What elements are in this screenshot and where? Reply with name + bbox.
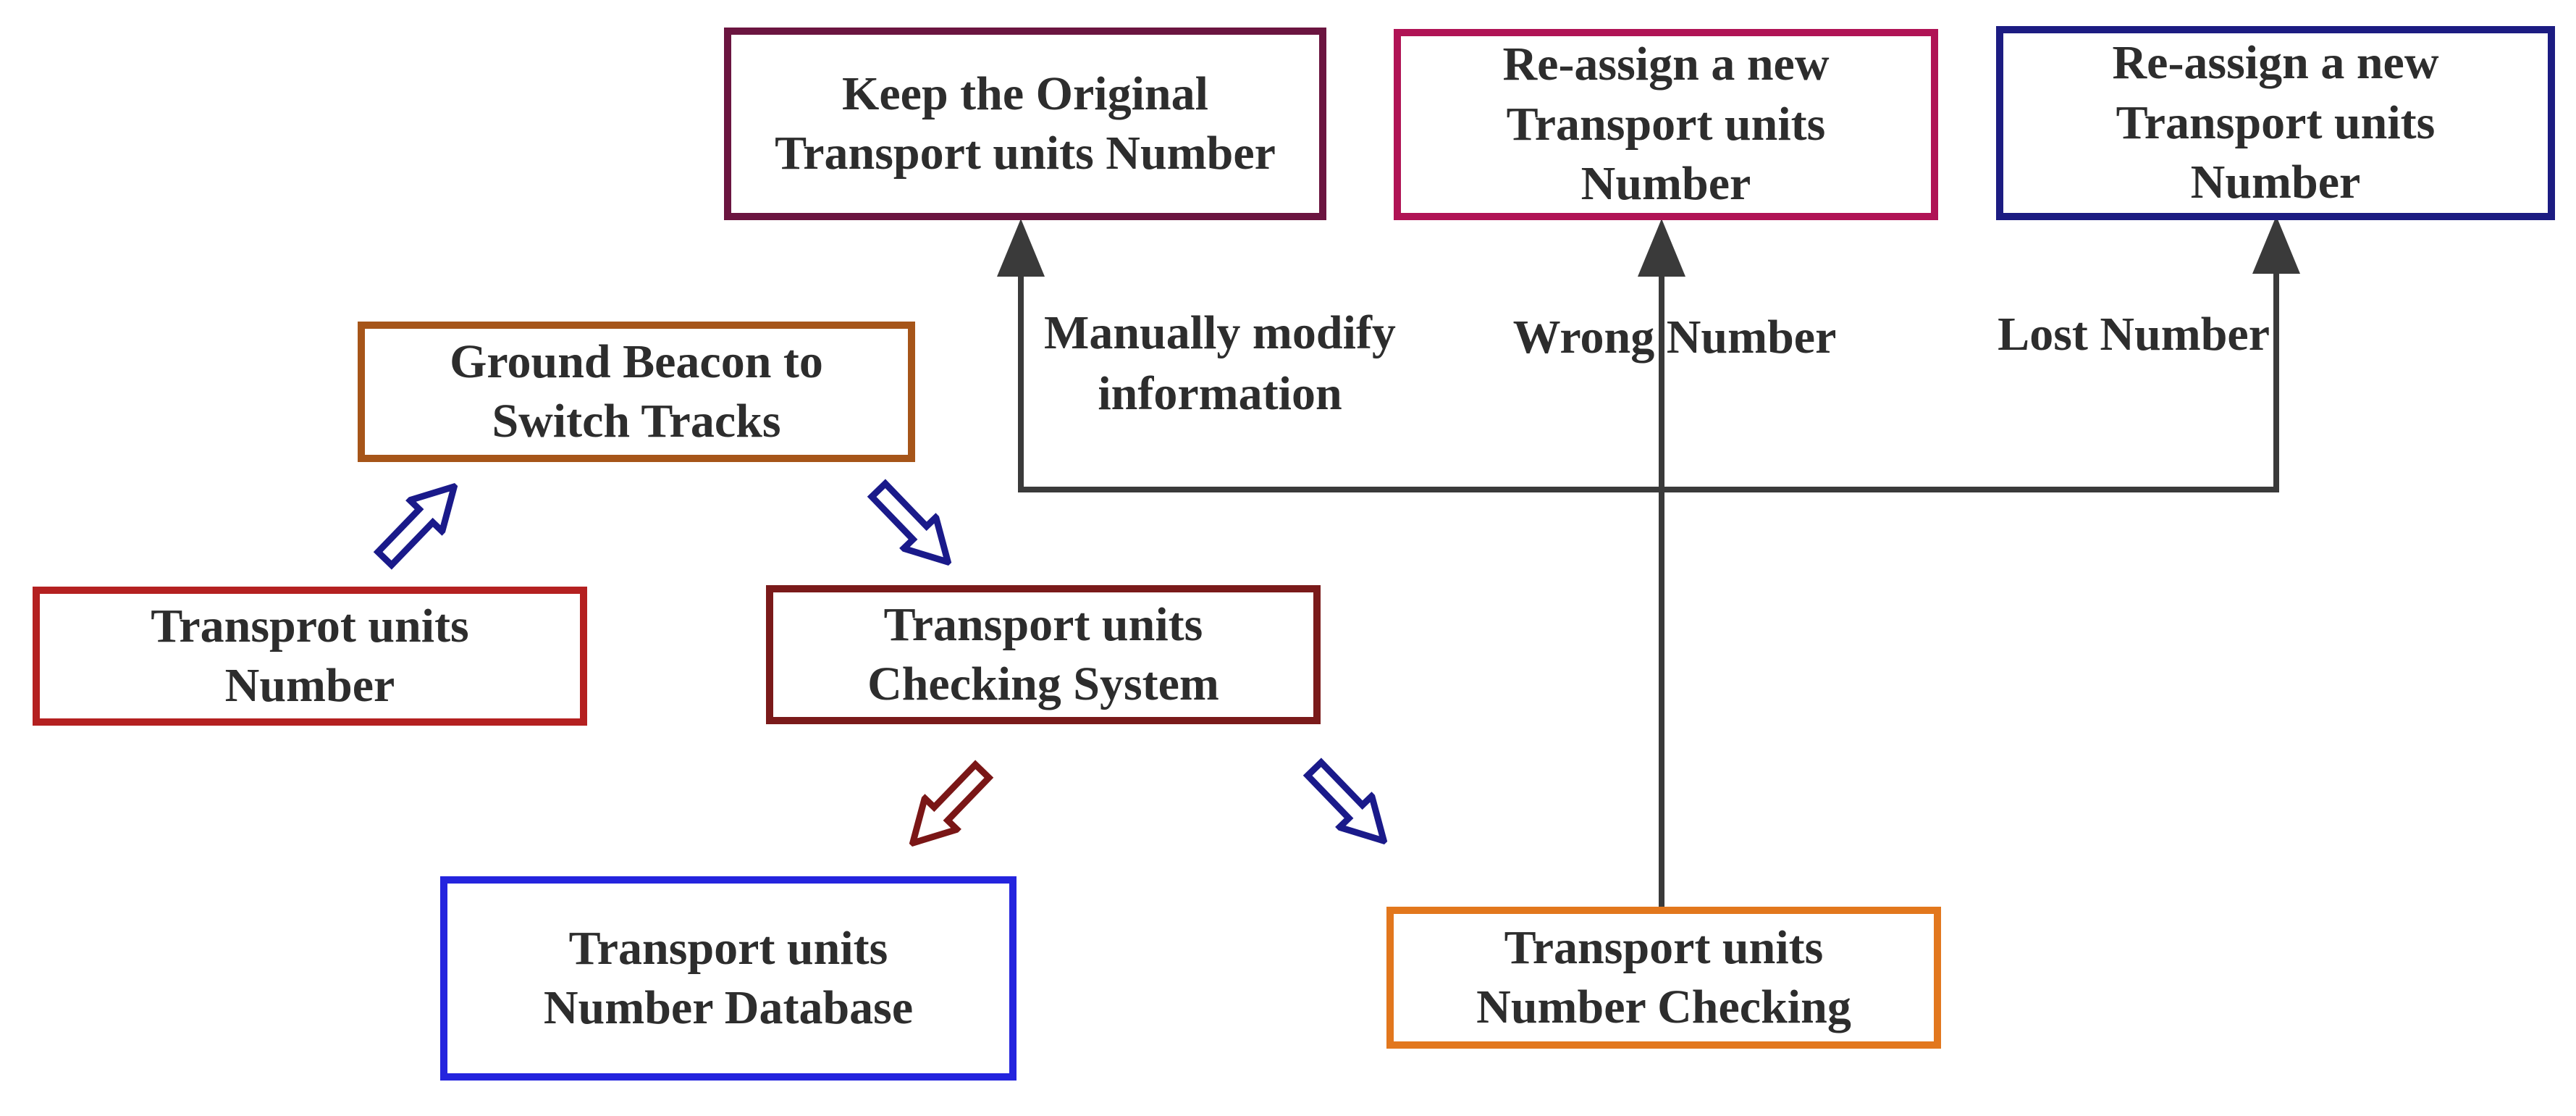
node-reassign-new-number-lost: Re-assign a new Transport units Number — [1996, 26, 2555, 220]
node-number-database: Transport units Number Database — [440, 876, 1016, 1081]
node-reassign-new-number-wrong: Re-assign a new Transport units Number — [1394, 29, 1938, 220]
arrow-shape — [908, 760, 994, 848]
arrowhead-up-keep-original-icon — [997, 219, 1045, 277]
connector-vertical-line-keep-original — [1018, 274, 1024, 492]
arrowhead-up-reassign-lost-icon — [2252, 216, 2300, 274]
hollow-arrow-down-right-icon — [856, 469, 969, 582]
node-transprot-units-number: Transprot units Number — [33, 587, 587, 726]
hollow-arrow-down-right-icon — [1292, 747, 1405, 861]
connector-horizontal-line — [1018, 487, 2279, 492]
arrow-shape — [867, 479, 953, 567]
node-checking-system: Transport units Checking System — [766, 585, 1321, 724]
node-number-checking: Transport units Number Checking — [1386, 907, 1941, 1049]
hollow-arrow-up-right-icon — [363, 467, 475, 581]
arrow-shape — [373, 482, 459, 570]
node-keep-original-number: Keep the Original Transport units Number — [724, 28, 1326, 220]
edge-label-wrong-number: Wrong Number — [1512, 311, 1837, 364]
connector-vertical-line-lost-number — [2273, 271, 2279, 492]
node-ground-beacon: Ground Beacon to Switch Tracks — [358, 322, 915, 462]
edge-label-lost-number: Lost Number — [1998, 308, 2270, 361]
hollow-arrow-down-left-icon — [893, 750, 1005, 863]
connector-vertical-line-wrong-number — [1659, 274, 1664, 907]
arrow-shape — [1302, 758, 1389, 846]
edge-label-manually-modify: Manually modify information — [1044, 306, 1396, 421]
arrowhead-up-reassign-wrong-icon — [1638, 219, 1685, 277]
